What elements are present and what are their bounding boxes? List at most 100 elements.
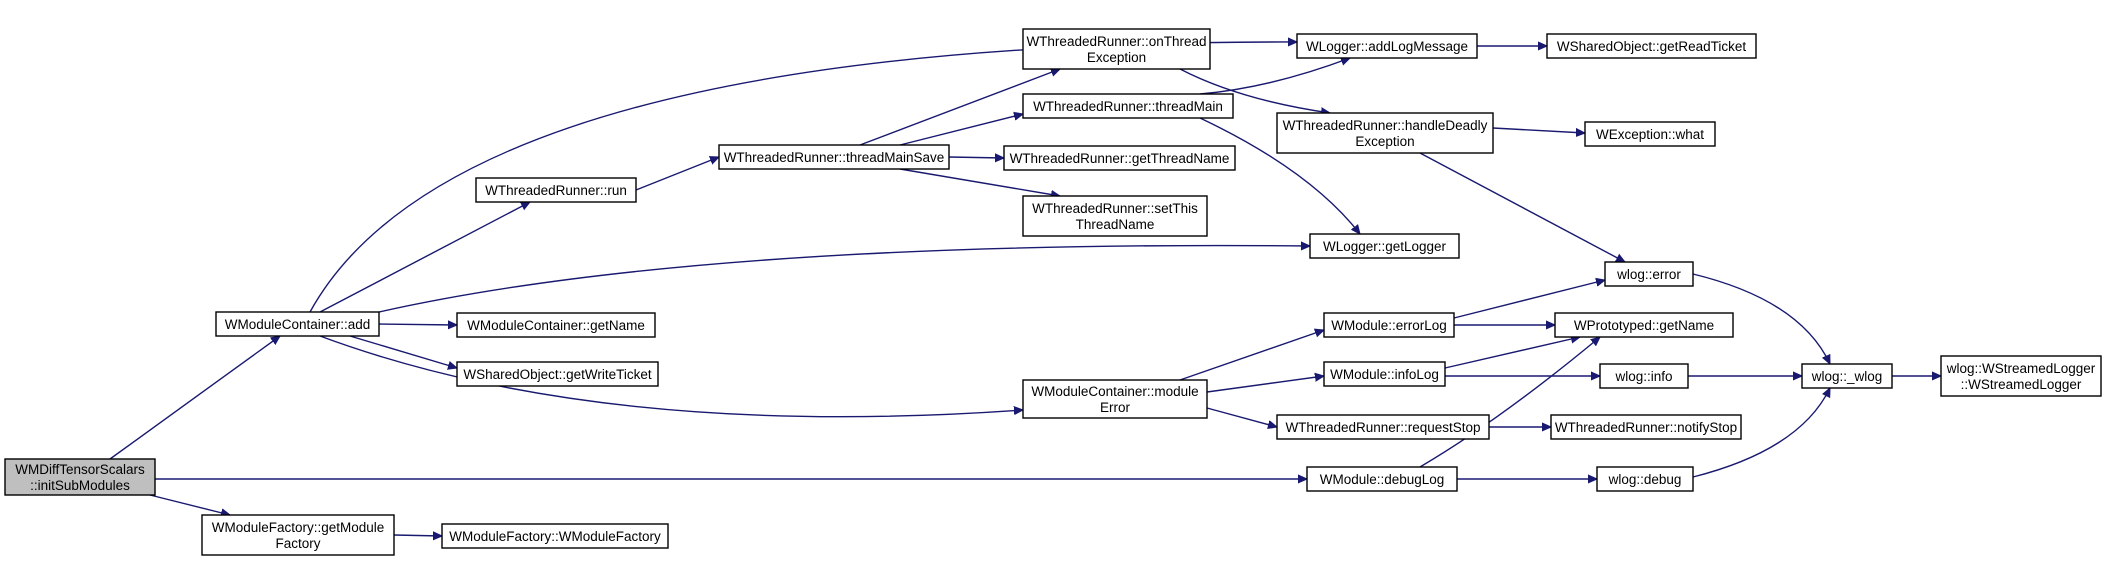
edge-tr-tms-to-tr-stn <box>899 168 1060 196</box>
node-wl-sl[interactable]: wlog::WStreamedLogger::WStreamedLogger <box>1940 355 2102 397</box>
node-lg-add[interactable]: WLogger::addLogMessage <box>1296 33 1478 59</box>
node-label: WThreadedRunner::notifyStop <box>1555 420 1737 435</box>
node-label: wlog::info <box>1614 369 1672 384</box>
node-label: WPrototyped::getName <box>1574 318 1714 333</box>
node-ex-what[interactable]: WException::what <box>1584 121 1716 147</box>
node-mc-add[interactable]: WModuleContainer::add <box>215 311 380 337</box>
node-box <box>1309 233 1460 259</box>
edge-mc-err-to-tr-rs <box>1206 407 1277 427</box>
node-wl-info[interactable]: wlog::info <box>1599 363 1689 389</box>
node-box <box>1604 261 1694 287</box>
node-lg-get[interactable]: WLogger::getLogger <box>1309 233 1460 259</box>
node-box <box>4 458 156 496</box>
node-box <box>1296 33 1478 59</box>
node-mc-getname[interactable]: WModuleContainer::getName <box>456 312 656 338</box>
node-tr-gtn[interactable]: WThreadedRunner::getThreadName <box>1003 145 1236 171</box>
node-label: WThreadedRunner::setThis <box>1032 201 1198 216</box>
edge-tr-tms-to-tr-ote <box>859 69 1060 146</box>
node-m-info[interactable]: WModule::infoLog <box>1323 361 1446 387</box>
node-box <box>1599 363 1689 389</box>
node-m-dbg[interactable]: WModule::debugLog <box>1306 466 1458 492</box>
node-tr-rs[interactable]: WThreadedRunner::requestStop <box>1276 414 1490 440</box>
edge-mc-add-to-mc-getname <box>378 324 457 325</box>
node-box <box>215 311 380 337</box>
edge-root-to-mf-get <box>149 494 230 515</box>
node-label: Error <box>1100 400 1131 415</box>
node-box <box>1323 361 1446 387</box>
node-box <box>718 144 950 170</box>
edge-tr-hde-to-wl-err <box>1419 152 1625 263</box>
node-label: WModuleFactory::WModuleFactory <box>449 529 661 544</box>
node-m-err[interactable]: WModule::errorLog <box>1323 312 1455 338</box>
edge-m-err-to-wl-err <box>1453 280 1605 319</box>
node-box <box>1554 312 1734 338</box>
node-box <box>1022 195 1208 237</box>
node-label: WThreadedRunner::requestStop <box>1285 420 1480 435</box>
node-so-read[interactable]: WSharedObject::getReadTicket <box>1546 33 1757 59</box>
node-label: WThreadedRunner::onThread <box>1026 34 1206 49</box>
node-box <box>456 361 659 387</box>
node-label: ThreadName <box>1076 217 1155 232</box>
node-label: WLogger::addLogMessage <box>1306 39 1468 54</box>
node-label: WThreadedRunner::getThreadName <box>1010 151 1230 166</box>
edge-mc-add-to-so-write <box>349 335 457 368</box>
node-label: WException::what <box>1596 127 1704 142</box>
node-wl-err[interactable]: wlog::error <box>1604 261 1694 287</box>
node-pr-name[interactable]: WPrototyped::getName <box>1554 312 1734 338</box>
edge-mf-get-to-mf-ctor <box>393 535 442 536</box>
node-box <box>1546 33 1757 59</box>
node-box <box>201 514 395 556</box>
edge-m-info-to-pr-name <box>1444 337 1580 369</box>
node-box <box>1801 363 1893 389</box>
node-label: wlog::error <box>1616 267 1681 282</box>
node-tr-ns[interactable]: WThreadedRunner::notifyStop <box>1550 414 1742 440</box>
node-label: WModule::infoLog <box>1330 367 1439 382</box>
edge-mc-add-to-mc-err <box>319 335 1023 418</box>
node-so-write[interactable]: WSharedObject::getWriteTicket <box>456 361 659 387</box>
edge-tr-run-to-tr-tms <box>635 157 719 191</box>
node-label: WThreadedRunner::threadMainSave <box>724 150 945 165</box>
node-box <box>1306 466 1458 492</box>
node-box <box>1550 414 1742 440</box>
node-box <box>1940 355 2102 397</box>
edge-tr-tm-to-lg-get <box>1199 117 1360 234</box>
edge-tr-tms-to-tr-gtn <box>948 157 1004 158</box>
node-label: WSharedObject::getWriteTicket <box>463 367 652 382</box>
node-label: wlog::WStreamedLogger <box>1946 361 2096 376</box>
node-root[interactable]: WMDiffTensorScalars::initSubModules <box>4 458 156 496</box>
node-tr-tms[interactable]: WThreadedRunner::threadMainSave <box>718 144 950 170</box>
node-box <box>1323 312 1455 338</box>
edge-tr-ote-to-tr-hde <box>1179 68 1330 113</box>
node-label: Factory <box>275 536 320 551</box>
edge-tr-hde-to-ex-what <box>1492 127 1585 133</box>
node-box <box>1022 28 1211 70</box>
node-label: Exception <box>1087 50 1146 65</box>
node-mf-ctor[interactable]: WModuleFactory::WModuleFactory <box>441 523 669 549</box>
edge-m-dbg-to-pr-name <box>1419 337 1600 468</box>
node-wl-dbg[interactable]: wlog::debug <box>1596 466 1694 492</box>
node-box <box>1584 121 1716 147</box>
node-tr-run[interactable]: WThreadedRunner::run <box>475 177 637 203</box>
edge-wl-dbg-to-wl-wlog <box>1692 388 1831 478</box>
node-label: Exception <box>1355 134 1414 149</box>
node-box <box>1022 379 1208 419</box>
node-box <box>475 177 637 203</box>
node-label: WModule::debugLog <box>1320 472 1445 487</box>
node-label: WLogger::getLogger <box>1323 239 1447 254</box>
node-label: WMDiffTensorScalars <box>15 462 145 477</box>
node-wl-wlog[interactable]: wlog::_wlog <box>1801 363 1893 389</box>
node-label: wlog::_wlog <box>1811 369 1883 384</box>
edge-tr-tms-to-tr-tm <box>899 114 1023 146</box>
node-label: wlog::debug <box>1608 472 1682 487</box>
node-box <box>1596 466 1694 492</box>
node-tr-tm[interactable]: WThreadedRunner::threadMain <box>1022 93 1234 119</box>
node-box <box>1276 112 1494 154</box>
node-label: WModule::errorLog <box>1331 318 1447 333</box>
node-box <box>441 523 669 549</box>
node-label: WThreadedRunner::threadMain <box>1033 99 1223 114</box>
